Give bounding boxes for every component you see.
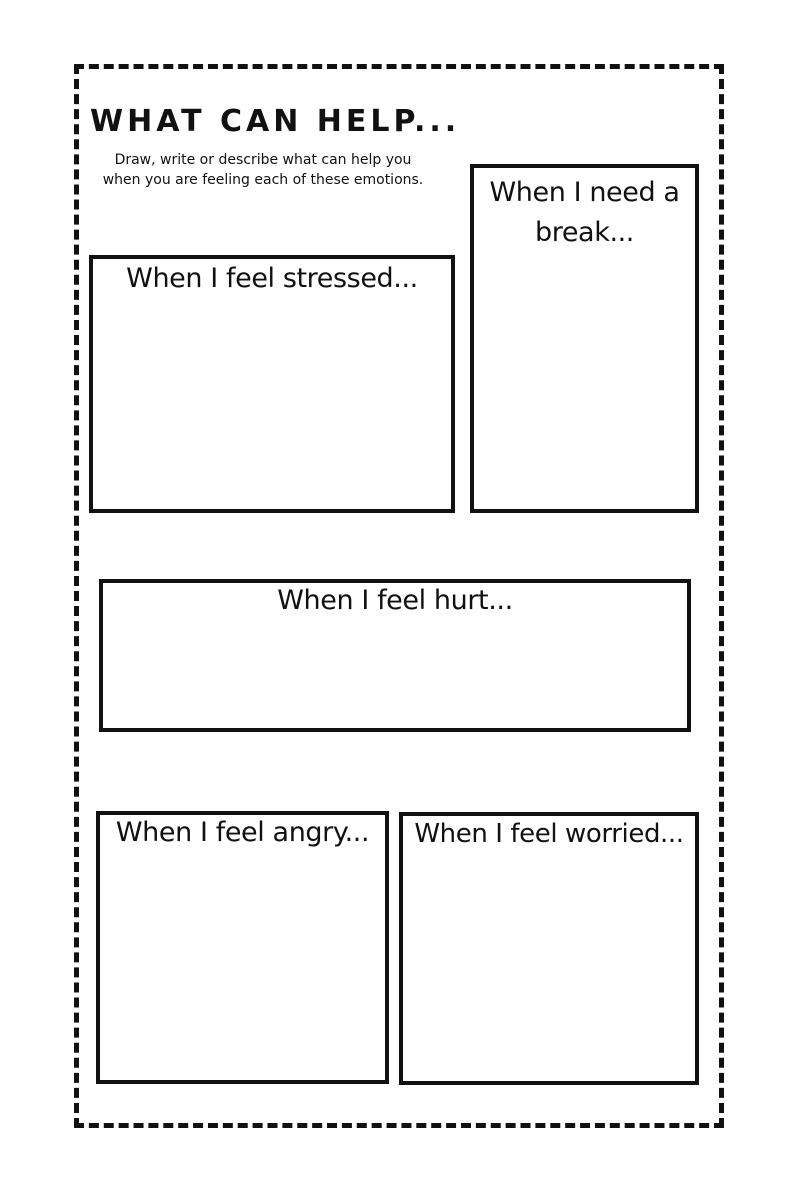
worried-response-box[interactable]: When I feel worried...: [399, 812, 699, 1085]
angry-box-label: When I feel angry...: [115, 817, 370, 848]
worksheet-title: WHAT CAN HELP...: [90, 104, 461, 139]
stressed-response-box[interactable]: When I feel stressed...: [89, 255, 455, 513]
dashed-page-border: [74, 64, 724, 1128]
worried-box-label: When I feel worried...: [414, 819, 684, 849]
worksheet-instructions: Draw, write or describe what can help yo…: [84, 150, 442, 190]
hurt-response-box[interactable]: When I feel hurt...: [99, 579, 691, 732]
instructions-line-1: Draw, write or describe what can help yo…: [114, 152, 412, 168]
hurt-box-label: When I feel hurt...: [277, 585, 513, 616]
angry-response-box[interactable]: When I feel angry...: [96, 811, 389, 1084]
break-box-label: When I need a break...: [489, 177, 680, 248]
instructions-line-2: when you are feeling each of these emoti…: [102, 172, 424, 188]
break-response-box[interactable]: When I need a break...: [470, 164, 699, 513]
stressed-box-label: When I feel stressed...: [126, 263, 418, 294]
